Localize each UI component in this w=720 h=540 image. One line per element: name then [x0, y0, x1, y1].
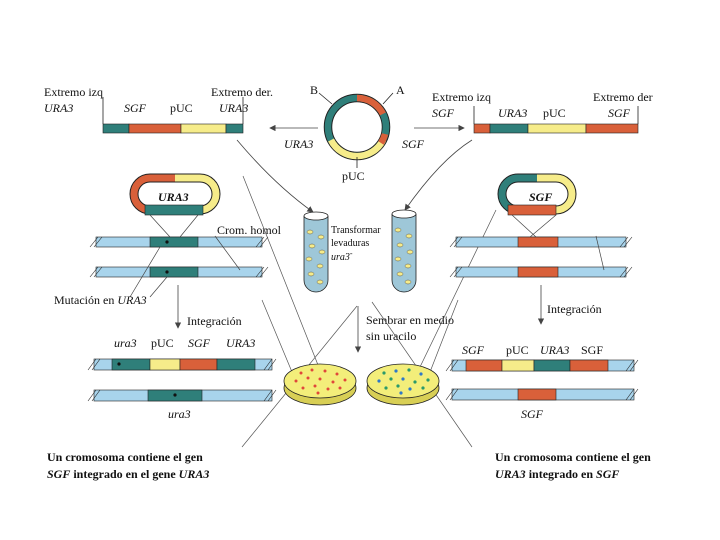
right-result-label-3: URA3: [540, 343, 569, 357]
plasmid-ura3-label: URA3: [284, 137, 313, 151]
left-integration-label: Integración: [187, 314, 242, 328]
left-vector-end-left-gene: URA3: [44, 101, 73, 115]
transform-line1: Transformar: [331, 225, 381, 236]
plasmid: B A URA3 SGF pUC: [284, 83, 425, 183]
guide-line-6: [429, 299, 459, 373]
arrow-right-to-tube: [404, 139, 473, 211]
plasmid-puc-label: pUC: [342, 169, 365, 183]
right-linear-vector: Extremo izq SGF URA3 pUC Extremo der SGF: [432, 90, 653, 134]
right-vector-end-left-gene: SGF: [432, 106, 455, 120]
left-vector-puc-label: pUC: [170, 101, 193, 115]
right-integration-label: Integración: [547, 302, 602, 316]
right-vector-end-right-label: Extremo der: [593, 90, 653, 104]
arrow-left-to-tube: [236, 139, 314, 213]
right-vector-end-left-label: Extremo izq: [432, 90, 491, 104]
right-result-label-1: SGF: [462, 343, 485, 357]
right-vector-end-right-gene: SGF: [608, 106, 631, 120]
transform-line2: levaduras: [331, 238, 369, 249]
plasmid-sgf-label: SGF: [402, 137, 425, 151]
right-bottom-chromosome: SGF: [445, 388, 639, 421]
crom-homol-label: Crom. homol: [217, 223, 282, 237]
right-caption-line1: Un cromosoma contiene el gen: [495, 450, 651, 464]
right-tube: [391, 209, 417, 293]
left-caption-line2: SGF integrado en el gene URA3: [47, 467, 209, 481]
right-insert-label: SGF: [529, 190, 552, 204]
right-bottom-gene: SGF: [521, 407, 544, 421]
left-vector-end-left-label: Extremo izq: [44, 85, 103, 99]
left-result-label-2: pUC: [151, 336, 174, 350]
right-result-label-2: pUC: [506, 343, 529, 357]
left-chromosome-pair: [89, 214, 269, 298]
right-plate: [366, 363, 440, 406]
sow-line2: sin uracilo: [366, 329, 416, 343]
plasmid-b-label: B: [310, 83, 318, 97]
mutation-label: Mutación en URA3: [54, 293, 147, 307]
sow-line1: Sembrar en medio: [366, 313, 454, 327]
left-linear-vector: Extremo izq URA3 SGF pUC Extremo der. UR…: [44, 85, 273, 134]
left-result-label-3: SGF: [188, 336, 211, 350]
left-insert-plasmid: URA3: [129, 173, 221, 216]
left-bottom-gene: ura3: [168, 407, 191, 421]
left-result-label-4: URA3: [226, 336, 255, 350]
plasmid-a-label: A: [396, 83, 405, 97]
guide-line-1: [242, 175, 321, 371]
left-bottom-chromosome: ura3: [87, 389, 277, 421]
left-tube: [303, 211, 329, 293]
guide-line-4: [419, 209, 497, 368]
left-vector-end-right-gene: URA3: [219, 101, 248, 115]
right-result-label-4: SGF: [581, 343, 603, 357]
right-result-chromosome: SGF pUC URA3 SGF: [445, 343, 639, 372]
left-insert-label: URA3: [158, 190, 189, 204]
transform-line3: ura3-: [331, 249, 353, 263]
right-vector-ura3-label: URA3: [498, 106, 527, 120]
guide-line-5: [261, 299, 293, 373]
right-vector-puc-label: pUC: [543, 106, 566, 120]
left-plate: [283, 363, 357, 406]
right-chromosome-pair: [449, 214, 633, 278]
left-vector-end-right-label: Extremo der.: [211, 85, 273, 99]
left-vector-sgf-label: SGF: [124, 101, 147, 115]
left-result-chromosome: ura3 pUC SGF URA3: [87, 336, 277, 371]
left-caption-line1: Un cromosoma contiene el gen: [47, 450, 203, 464]
left-result-label-1: ura3: [114, 336, 137, 350]
right-insert-plasmid: SGF: [497, 173, 577, 216]
right-caption-line2: URA3 integrado en SGF: [495, 467, 619, 481]
